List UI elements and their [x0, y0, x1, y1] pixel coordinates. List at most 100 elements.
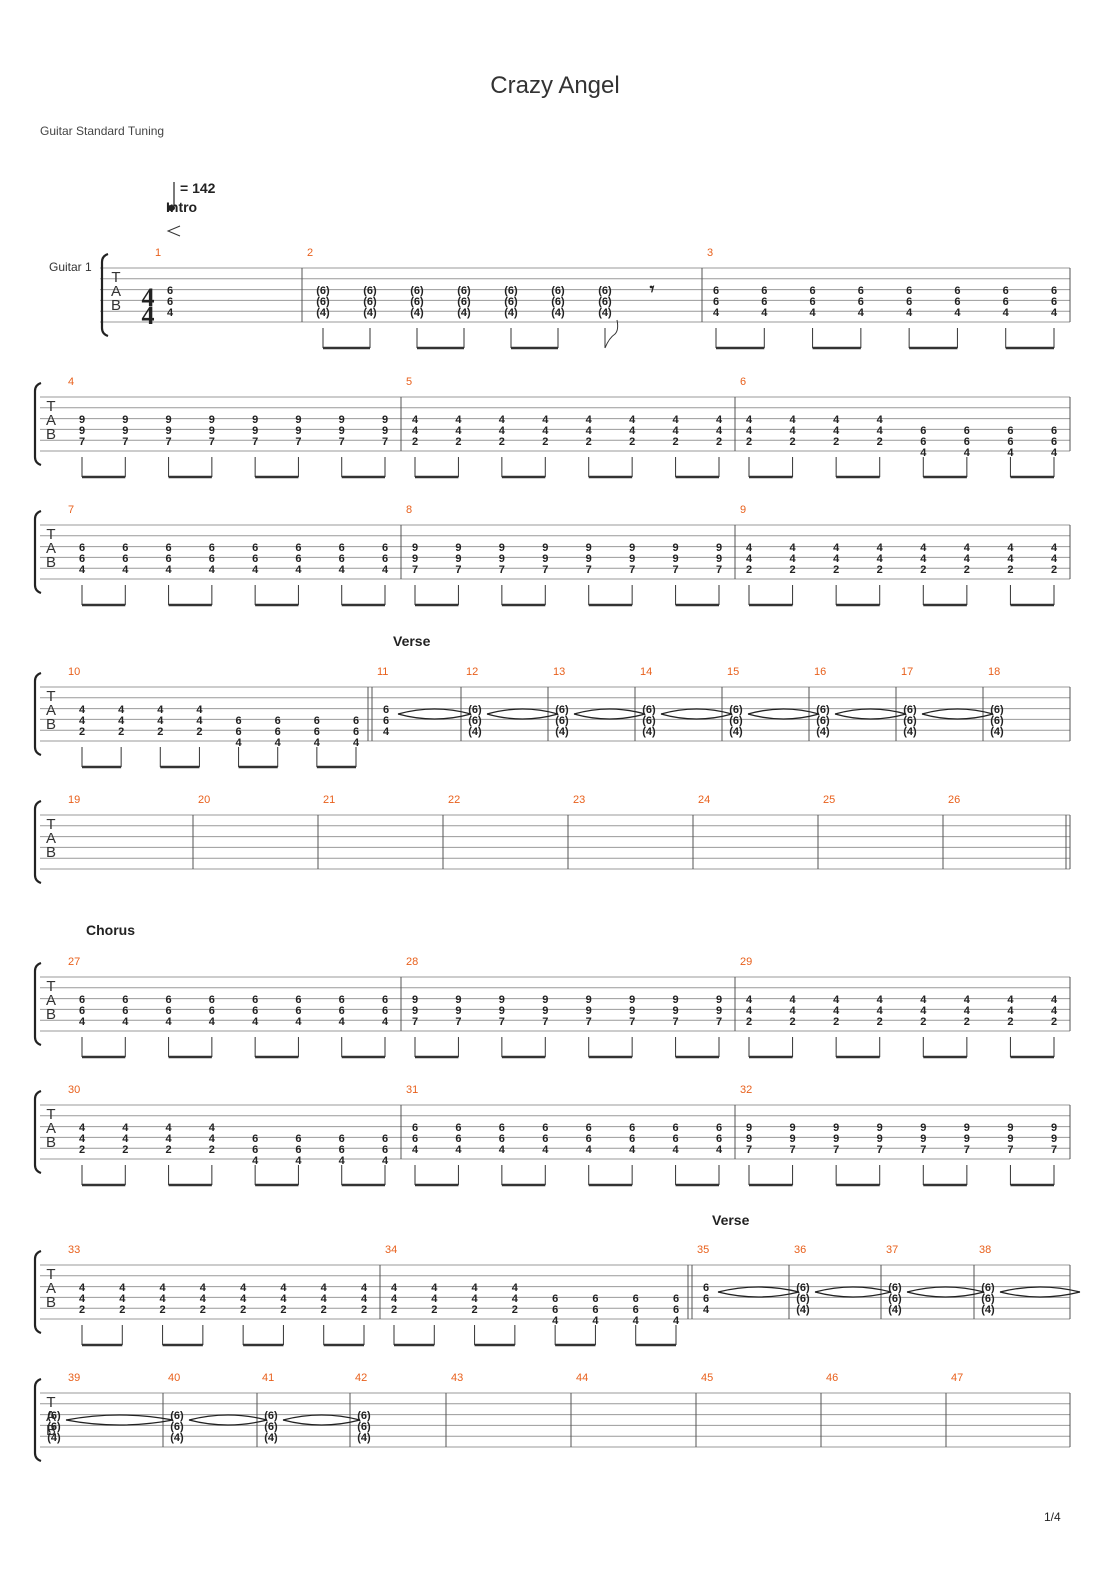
fret-number: 9 — [166, 425, 172, 437]
fret-number: 6 — [552, 1293, 558, 1305]
fret-number: 6 — [79, 1005, 85, 1017]
fret-number: 6 — [314, 715, 320, 727]
fret-number: 4 — [673, 1315, 680, 1327]
fret-number: 4 — [552, 1315, 559, 1327]
fret-number: 9 — [629, 553, 635, 565]
fret-number: 6 — [383, 704, 389, 716]
fret-number: 6 — [252, 542, 258, 554]
fret-number: 4 — [746, 553, 753, 565]
fret-number: 7 — [673, 1016, 679, 1028]
tab-clef-letter: B — [46, 1006, 56, 1023]
fret-number: 4 — [79, 1016, 86, 1028]
fret-number: 4 — [209, 1016, 216, 1028]
fret-number: 4 — [964, 994, 971, 1006]
fret-number: 4 — [382, 1016, 389, 1028]
fret-number: (6) — [729, 704, 743, 716]
fret-number: 4 — [412, 414, 419, 426]
measure-number: 33 — [68, 1244, 80, 1256]
tab-clef-letter: A — [46, 540, 56, 557]
fret-number: 9 — [295, 414, 301, 426]
fret-number: (6) — [357, 1421, 371, 1433]
fret-number: 9 — [716, 1005, 722, 1017]
fret-number: 6 — [412, 1133, 418, 1145]
tab-clef-letter: T — [111, 269, 120, 286]
tie-arc-lower — [814, 1291, 892, 1298]
tie-arc-lower — [747, 713, 820, 720]
fret-number: 4 — [339, 564, 346, 576]
fret-number: 6 — [236, 726, 242, 738]
fret-number: (6) — [170, 1421, 184, 1433]
fret-number: 4 — [118, 704, 125, 716]
fret-number: (6) — [264, 1410, 278, 1422]
fret-number: 7 — [79, 436, 85, 448]
fret-number: 4 — [716, 1144, 723, 1156]
fret-number: 4 — [1051, 1005, 1058, 1017]
measure-number: 20 — [198, 794, 210, 806]
fret-number: 4 — [1051, 994, 1058, 1006]
fret-number: 7 — [209, 436, 215, 448]
fret-number: 4 — [713, 307, 720, 319]
tie-arc-upper — [282, 1414, 361, 1421]
fret-number: 7 — [166, 436, 172, 448]
fret-number: 4 — [542, 1144, 549, 1156]
fret-number: 4 — [391, 1293, 398, 1305]
fret-number: 4 — [592, 1315, 599, 1327]
fret-number: 2 — [833, 1016, 839, 1028]
fret-number: 6 — [122, 542, 128, 554]
measure-number: 46 — [826, 1372, 838, 1384]
fret-number: (6) — [316, 296, 330, 308]
fret-number: 6 — [382, 553, 388, 565]
fret-number: 4 — [716, 414, 723, 426]
fret-number: 6 — [167, 285, 173, 297]
fret-number: (6) — [981, 1282, 995, 1294]
fret-number: 9 — [79, 425, 85, 437]
fret-number: 4 — [166, 1016, 173, 1028]
quarter-note-icon — [167, 182, 175, 211]
tie-arc-upper — [814, 1286, 892, 1293]
system-bracket — [33, 671, 42, 757]
fret-number: 4 — [280, 1293, 287, 1305]
fret-number: 4 — [157, 715, 164, 727]
fret-number: 9 — [629, 542, 635, 554]
tie-arc-upper — [65, 1414, 174, 1421]
fret-number: (4) — [363, 307, 377, 319]
fret-number: 4 — [833, 1005, 840, 1017]
fret-number: 4 — [472, 1282, 479, 1294]
fret-number: 4 — [746, 542, 753, 554]
tab-clef-letter: T — [46, 526, 55, 543]
fret-number: (4) — [468, 726, 482, 738]
fret-number: 9 — [412, 542, 418, 554]
tie-arc-lower — [282, 1419, 361, 1426]
tie-arc-lower — [397, 713, 472, 720]
fret-number: 4 — [361, 1293, 368, 1305]
fret-number: (4) — [47, 1432, 61, 1444]
fret-number: 6 — [166, 1005, 172, 1017]
measure-number: 24 — [698, 794, 710, 806]
fret-number: 4 — [455, 414, 462, 426]
fret-number: 6 — [275, 715, 281, 727]
fret-number: (6) — [990, 704, 1004, 716]
fret-number: 6 — [122, 994, 128, 1006]
fret-number: 6 — [761, 296, 767, 308]
fret-number: 7 — [673, 564, 679, 576]
fret-number: (4) — [642, 726, 656, 738]
fret-number: 6 — [295, 1144, 301, 1156]
fret-number: 4 — [877, 425, 884, 437]
fret-number: 9 — [920, 1133, 926, 1145]
measure-number: 45 — [701, 1372, 713, 1384]
fret-number: 7 — [382, 436, 388, 448]
fret-number: 4 — [321, 1293, 328, 1305]
fret-number: 6 — [339, 1005, 345, 1017]
measure-number: 44 — [576, 1372, 588, 1384]
fret-number: 4 — [209, 1133, 216, 1145]
fret-number: 2 — [1007, 564, 1013, 576]
fret-number: 9 — [586, 542, 592, 554]
fret-number: 4 — [586, 1144, 593, 1156]
fret-number: 4 — [542, 414, 549, 426]
fret-number: 2 — [1051, 1016, 1057, 1028]
fret-number: 9 — [920, 1122, 926, 1134]
fret-number: 4 — [1007, 994, 1014, 1006]
crescendo-icon — [166, 225, 181, 237]
fret-number: 6 — [122, 553, 128, 565]
fret-number: (4) — [357, 1432, 371, 1444]
